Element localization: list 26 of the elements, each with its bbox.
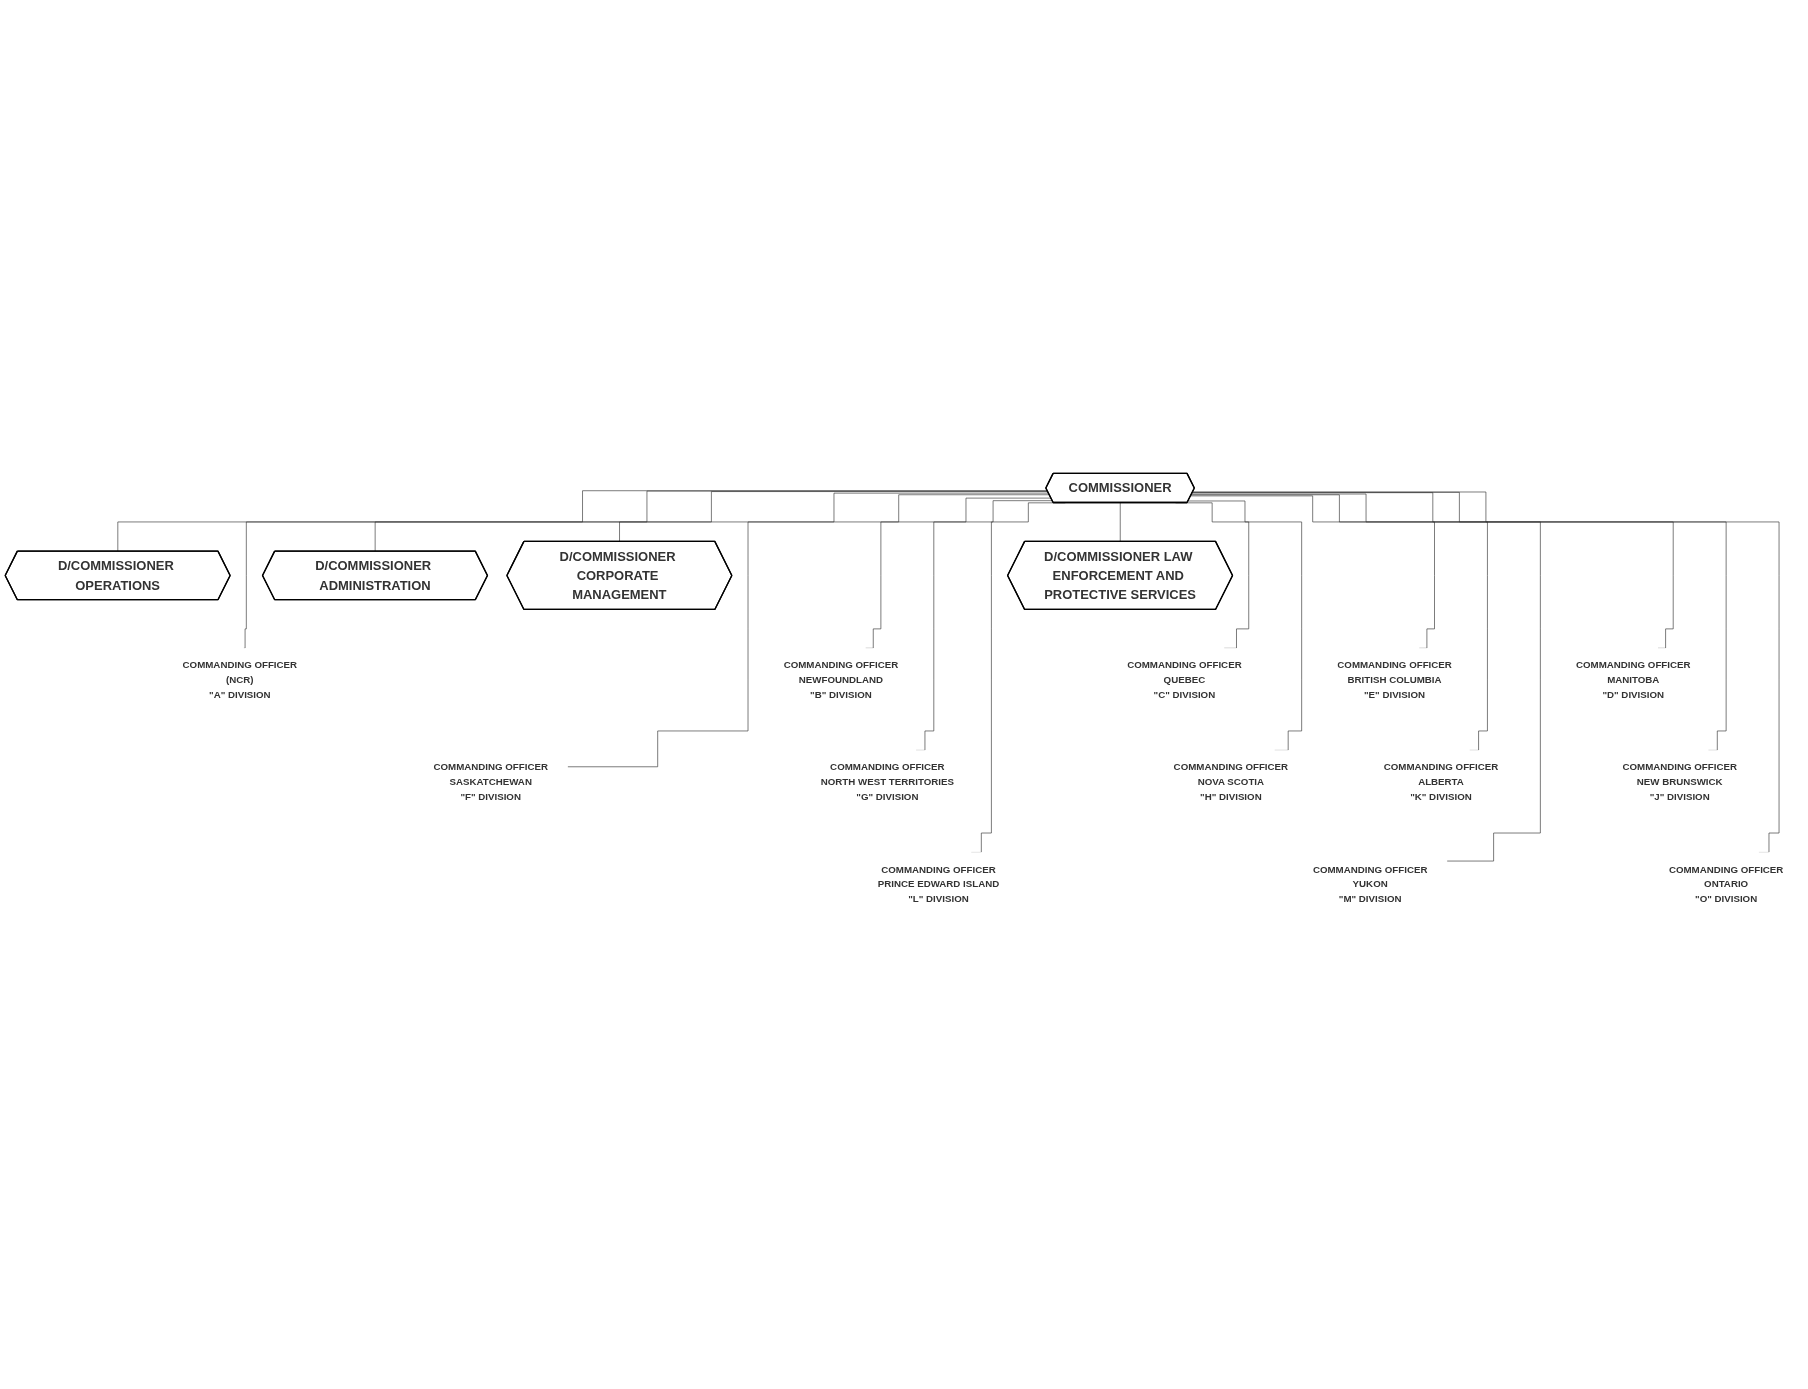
connector xyxy=(1190,495,1435,649)
node-text: COMMANDING OFFICER NORTH WEST TERRITORIES "G" DIVISION xyxy=(820,761,954,802)
node-text: COMMANDING OFFICER NEW BRUNSWICK "J" DIVISION xyxy=(1622,761,1737,802)
node-text: COMMANDING OFFICER QUEBEC "C" DIVISION xyxy=(1127,659,1242,700)
connector xyxy=(619,492,1049,543)
node-text: COMMANDING OFFICER YUKON "M" DIVISION xyxy=(1312,863,1428,904)
node-text: COMMANDING OFFICER MANITOBA "D" DIVISION xyxy=(1576,659,1691,700)
node-text: COMMANDING OFFICER NEWFOUNDLAND "B" DIVISION xyxy=(783,659,899,700)
node-text: COMMANDING OFFICER NOVA SCOTIA "H" DIVISION xyxy=(1173,761,1289,802)
connector xyxy=(1191,494,1488,751)
connector xyxy=(1119,502,1121,543)
connector xyxy=(1187,500,1302,751)
connector xyxy=(1191,493,1541,862)
connector xyxy=(243,490,1048,649)
connector xyxy=(374,491,1049,552)
connector xyxy=(1192,492,1727,751)
connector xyxy=(117,490,1048,552)
node-text: COMMANDING OFFICER ONTARIO "O" DIVISION xyxy=(1668,863,1784,904)
node-text: COMMANDING OFFICER BRITISH COLUMBIA "E" DIVISION xyxy=(1337,659,1452,700)
connector xyxy=(567,494,1050,768)
connector xyxy=(1192,491,1780,853)
node-text: COMMANDING OFFICER ALBERTA "K" DIVISION xyxy=(1383,761,1499,802)
node-text: COMMANDING OFFICER SASKATCHEWAN "F" DIVISION xyxy=(433,761,548,802)
connector xyxy=(1192,492,1674,649)
node-text: COMMANDING OFFICER (NCR) "A" DIVISION xyxy=(182,659,298,700)
node-text: COMMANDING OFFICER PRINCE EDWARD ISLAND "L" DIVISION xyxy=(877,863,1000,904)
